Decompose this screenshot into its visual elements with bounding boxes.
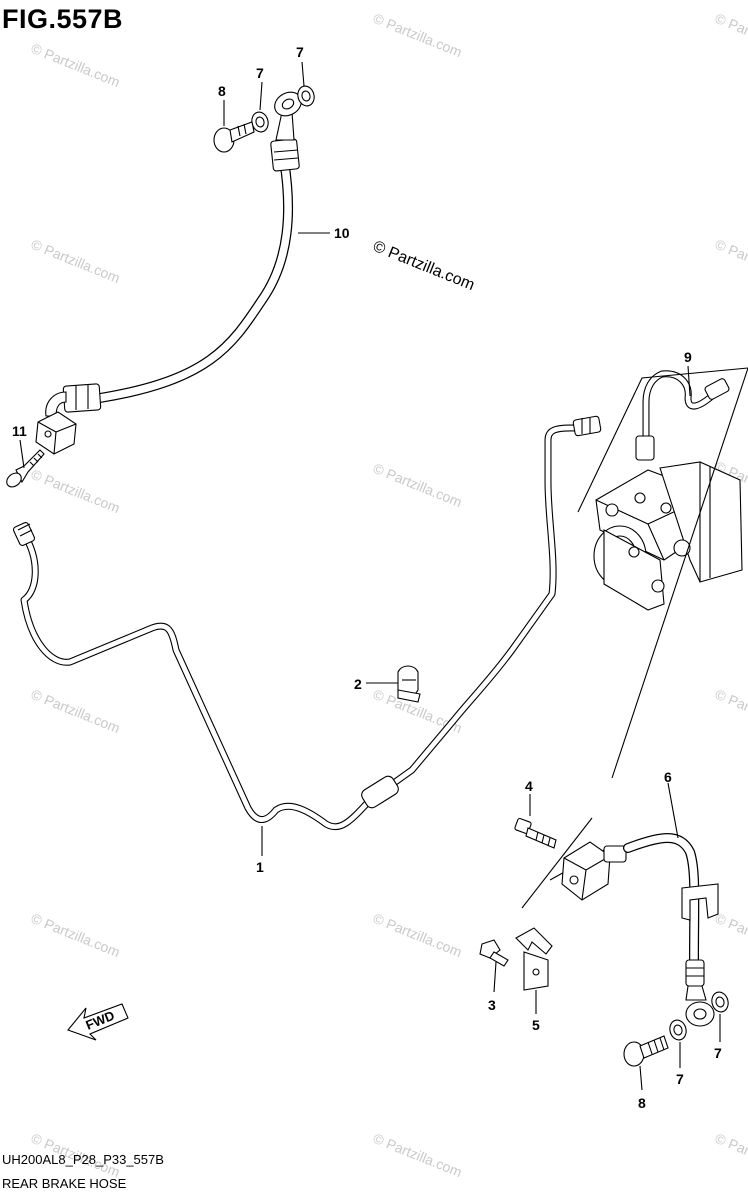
figure-caption: REAR BRAKE HOSE — [2, 1176, 127, 1191]
callout-7b: 7 — [296, 44, 304, 60]
watermark: © Partzilla.com — [713, 236, 748, 286]
callout-10: 10 — [334, 225, 350, 241]
fwd-arrow: FWD — [67, 1003, 129, 1041]
watermark: © Partzilla.com — [371, 460, 464, 510]
figure-title: FIG.557B — [2, 4, 124, 34]
clamp-2 — [366, 665, 421, 703]
watermark: © Partzilla.com — [29, 686, 122, 736]
watermark-main: © Partzilla.com — [371, 238, 477, 294]
upper-brake-hose — [45, 91, 302, 417]
lower-brake-hose — [561, 782, 719, 1027]
abs-pipe — [635, 370, 730, 461]
callout-7c: 7 — [676, 1071, 684, 1087]
callout-4: 4 — [525, 778, 533, 794]
callout-7a: 7 — [256, 65, 264, 81]
watermark: © Partzilla.com — [371, 1130, 464, 1180]
watermark: © Partzilla.com — [713, 1130, 748, 1180]
figure-code: UH200AL8_P28_P33_557B — [2, 1152, 164, 1167]
callout-8b: 8 — [638, 1095, 646, 1111]
callout-6: 6 — [664, 769, 672, 785]
callout-7d: 7 — [714, 1045, 722, 1061]
callout-3: 3 — [488, 997, 496, 1013]
watermark: © Partzilla.com — [29, 910, 122, 960]
callout-1: 1 — [256, 859, 264, 875]
bolt-4 — [514, 794, 557, 849]
watermark: © Partzilla.com — [29, 40, 122, 90]
watermark: © Partzilla.com — [371, 910, 464, 960]
watermark: © Partzilla.com — [713, 910, 748, 960]
washers — [251, 61, 729, 1068]
watermark: © Partzilla.com — [371, 10, 464, 60]
watermark: © Partzilla.com — [713, 10, 748, 60]
callout-2: 2 — [354, 676, 362, 692]
bolt-8-upper — [213, 100, 255, 153]
bolt-3 — [479, 939, 509, 993]
brake-pipe — [12, 415, 602, 831]
callout-11: 11 — [12, 423, 27, 439]
callout-5: 5 — [532, 1017, 540, 1033]
watermark: © Partzilla.com — [713, 686, 748, 736]
watermark: © Partzilla.com — [29, 466, 122, 516]
detail-guide-lines — [521, 367, 748, 909]
hose-joint-bracket — [35, 411, 77, 455]
abs-unit — [593, 461, 743, 611]
bracket-5 — [515, 927, 553, 1014]
bolt-8-lower — [623, 1035, 669, 1091]
watermark: © Partzilla.com — [29, 236, 122, 286]
callout-9: 9 — [684, 349, 692, 365]
callout-8a: 8 — [218, 83, 226, 99]
